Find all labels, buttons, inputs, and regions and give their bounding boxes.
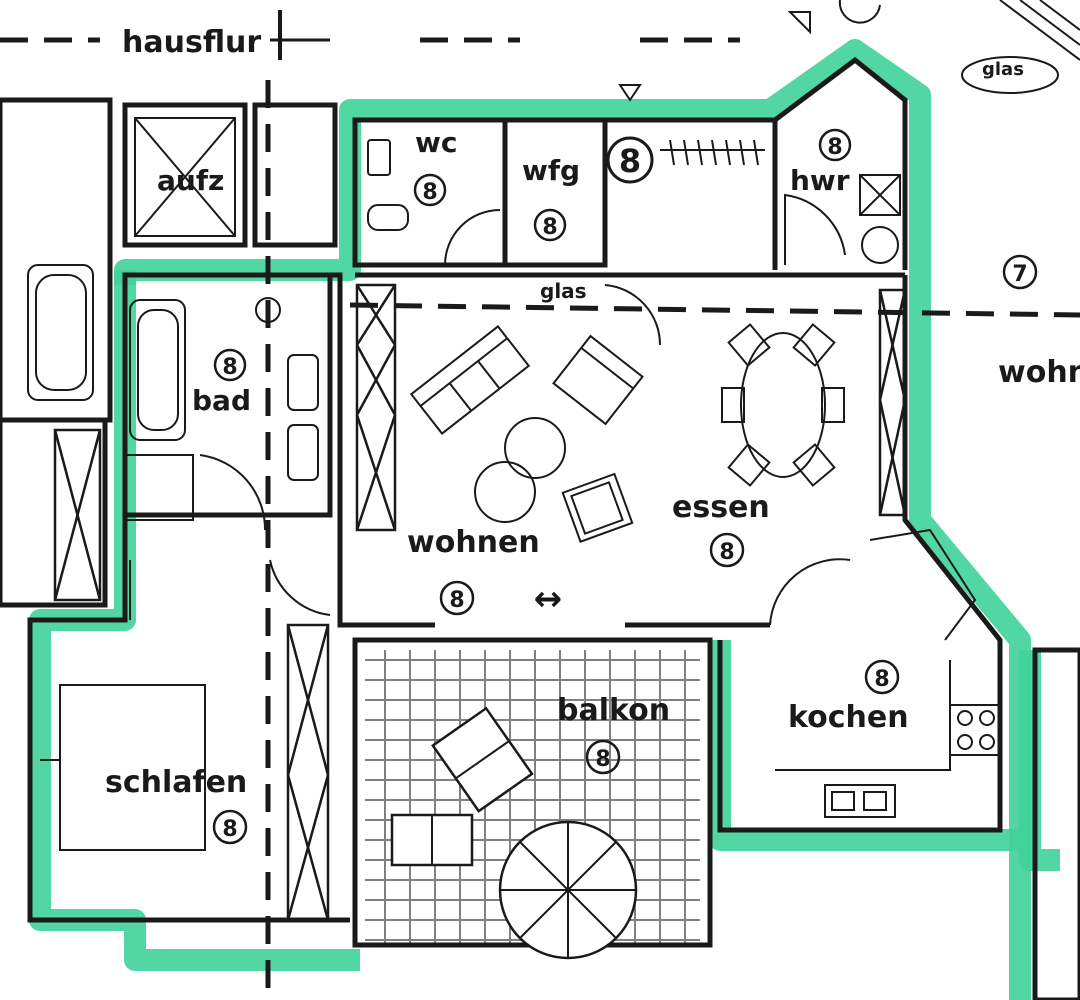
bad-label: bad — [192, 384, 251, 417]
wohnen-arrow: ↔ — [534, 579, 563, 619]
wohnen-marker-circle — [439, 580, 475, 616]
wfg-marker: 8 — [542, 215, 557, 240]
neighbor-marker-circle — [1002, 254, 1038, 290]
door-swings — [129, 193, 851, 626]
hwr-marker: 8 — [827, 135, 842, 160]
bad-marker: 8 — [222, 355, 237, 380]
wohnen-label: wohnen — [407, 525, 540, 560]
hallway-label: hausflur — [122, 25, 261, 60]
living-furniture — [409, 325, 644, 543]
bathroom-fixtures — [27, 139, 901, 521]
glas-mid-label: glas — [540, 279, 587, 303]
bed — [40, 684, 206, 851]
wc-label: wc — [415, 126, 457, 159]
door-marker-circle — [606, 136, 654, 184]
neighbor-label: wohn — [998, 355, 1080, 390]
hwr-marker-circle — [818, 128, 852, 162]
essen-marker: 8 — [719, 540, 734, 565]
wardrobes — [53, 283, 907, 922]
hallway-dashes — [0, 10, 740, 60]
balkon-marker: 8 — [595, 747, 610, 772]
wc-marker-circle — [413, 173, 447, 207]
schlafen-marker: 8 — [222, 817, 237, 842]
balkon-marker-circle — [585, 739, 621, 775]
glas-top-label: glas — [982, 59, 1024, 80]
wohnen-marker: 8 — [449, 588, 464, 613]
dining-table — [721, 323, 845, 487]
schlafen-label: schlafen — [105, 765, 247, 800]
balkon-label: balkon — [557, 693, 670, 728]
aufz-label: aufz — [157, 164, 224, 197]
kochen-marker: 8 — [874, 667, 889, 692]
wc-marker: 8 — [422, 180, 437, 205]
door-marker: 8 — [619, 142, 641, 180]
bad-marker-circle — [213, 348, 247, 382]
essen-marker-circle — [709, 532, 745, 568]
wfg-marker-circle — [533, 208, 567, 242]
balcony-furniture — [390, 706, 638, 960]
hwr-label: hwr — [790, 164, 850, 197]
essen-label: essen — [672, 490, 770, 525]
kochen-label: kochen — [788, 700, 909, 735]
schlafen-marker-circle — [212, 809, 248, 845]
neighbor-marker: 7 — [1012, 262, 1027, 287]
wfg-label: wfg — [522, 154, 580, 187]
elevator-shaft — [134, 117, 236, 237]
kitchen-fixtures — [775, 528, 1001, 818]
glass-partitions — [618, 0, 1080, 166]
kochen-marker-circle — [864, 659, 900, 695]
